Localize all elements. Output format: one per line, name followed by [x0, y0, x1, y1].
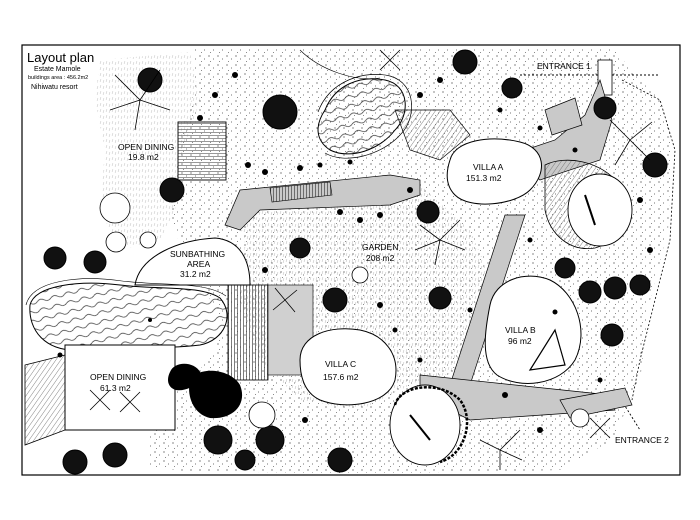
- villa-a-label: VILLA A: [473, 162, 504, 172]
- sunbathing-label: SUNBATHING: [170, 249, 225, 259]
- villa-a-pod: [567, 173, 633, 247]
- tree-canopy-icon: [416, 200, 440, 224]
- tree-canopy-icon: [629, 274, 651, 296]
- palm-icon: [589, 417, 611, 439]
- palm-icon: [414, 219, 466, 266]
- villa-a-lounger: [584, 194, 596, 226]
- tree-canopy-icon: [255, 425, 285, 455]
- tree-canopy-icon: [452, 49, 478, 75]
- open-dining-bottom-slab: [64, 344, 176, 431]
- open-dining-top-size: 19.8 m2: [128, 152, 159, 162]
- tree-canopy-icon: [43, 246, 67, 270]
- tree-canopy-icon: [603, 276, 627, 300]
- villa-c-lounger: [409, 414, 431, 441]
- resort-name: Nihiwatu resort: [31, 84, 78, 91]
- shrub-icon: [248, 401, 276, 429]
- shrub-icon: [139, 231, 157, 249]
- villa-c-size: 157.6 m2: [323, 372, 359, 382]
- tree-canopy-icon: [428, 286, 452, 310]
- estate-name: Estate Mamole: [34, 66, 81, 73]
- page-title: Layout plan: [27, 50, 94, 65]
- shrub-icon: [105, 231, 127, 253]
- plant-dots: [57, 72, 653, 433]
- tree-canopy-icon: [262, 94, 298, 130]
- tree-canopy-icon: [83, 250, 107, 274]
- buildings-area: buildings area : 456.2m2: [28, 75, 88, 81]
- villa-b-building: [484, 275, 582, 384]
- villa-c-ring: [393, 386, 469, 464]
- palm-group: [89, 49, 653, 470]
- open-dining-top-label: OPEN DINING: [118, 142, 174, 152]
- palm-icon: [109, 69, 171, 131]
- sunbathing-label-2: AREA: [187, 259, 210, 269]
- tree-canopy-icon: [501, 77, 523, 99]
- open-dining-bottom-label: OPEN DINING: [90, 372, 146, 382]
- sunbathing-size: 31.2 m2: [180, 269, 211, 279]
- tree-canopy-group: [43, 49, 668, 475]
- tree-canopy-icon: [203, 425, 233, 455]
- palm-icon: [379, 49, 401, 71]
- sunbathing-area: [134, 237, 251, 286]
- villa-b-label: VILLA B: [505, 325, 536, 335]
- palm-icon: [609, 119, 653, 166]
- dining-bottom-stripes: [24, 354, 66, 446]
- villa-c-building: [299, 328, 397, 406]
- villa-b-lounger: [528, 328, 566, 371]
- open-dining-bottom-size: 61.3 m2: [100, 383, 131, 393]
- top-arc-path: [299, 49, 381, 80]
- pond-top-rim: [317, 74, 412, 159]
- tree-canopy-icon: [600, 323, 624, 347]
- palm-icon: [272, 287, 298, 313]
- tree-canopy-icon: [327, 447, 353, 473]
- path-diagonal-1: [544, 97, 583, 136]
- palm-icon: [479, 429, 523, 470]
- tree-canopy-icon: [102, 442, 128, 468]
- entrance-1-label: ENTRANCE 1: [537, 61, 591, 71]
- tree-canopy-icon: [554, 257, 576, 279]
- dark-rock-2: [189, 370, 243, 419]
- boundary-dashed-right: [621, 79, 676, 401]
- shrub-icon: [99, 192, 131, 224]
- path-villaA-deck: [394, 109, 471, 161]
- villa-c-pod: [389, 384, 461, 466]
- palm-icon: [119, 391, 141, 413]
- shrub-icon: [351, 266, 369, 284]
- pool-rim: [25, 278, 227, 306]
- tree-canopy-icon: [593, 96, 617, 120]
- tree-outline-group: [99, 192, 590, 429]
- entrance-2-label: ENTRANCE 2: [615, 435, 669, 445]
- pool-main: [29, 282, 228, 351]
- tree-canopy-icon: [62, 449, 88, 475]
- tree-canopy-icon: [322, 287, 348, 313]
- garden-size: 208 m2: [366, 253, 395, 263]
- tree-canopy-icon: [159, 177, 185, 203]
- open-dining-top-deck: [177, 121, 227, 181]
- garden-label: GARDEN: [362, 242, 398, 252]
- villa-a-size: 151.3 m2: [466, 173, 502, 183]
- deck-strip: [227, 284, 269, 381]
- pond-top: [317, 78, 406, 155]
- villa-b-size: 96 m2: [508, 336, 532, 346]
- tree-canopy-icon: [578, 280, 602, 304]
- tree-canopy-icon: [137, 67, 163, 93]
- villa-c-label: VILLA C: [325, 359, 356, 369]
- villa-a-building: [446, 138, 542, 205]
- palm-icon: [89, 389, 111, 411]
- shrub-icon: [570, 408, 590, 428]
- tree-canopy-icon: [289, 237, 311, 259]
- path-center-steps: [269, 181, 333, 203]
- tree-canopy-icon: [234, 449, 256, 471]
